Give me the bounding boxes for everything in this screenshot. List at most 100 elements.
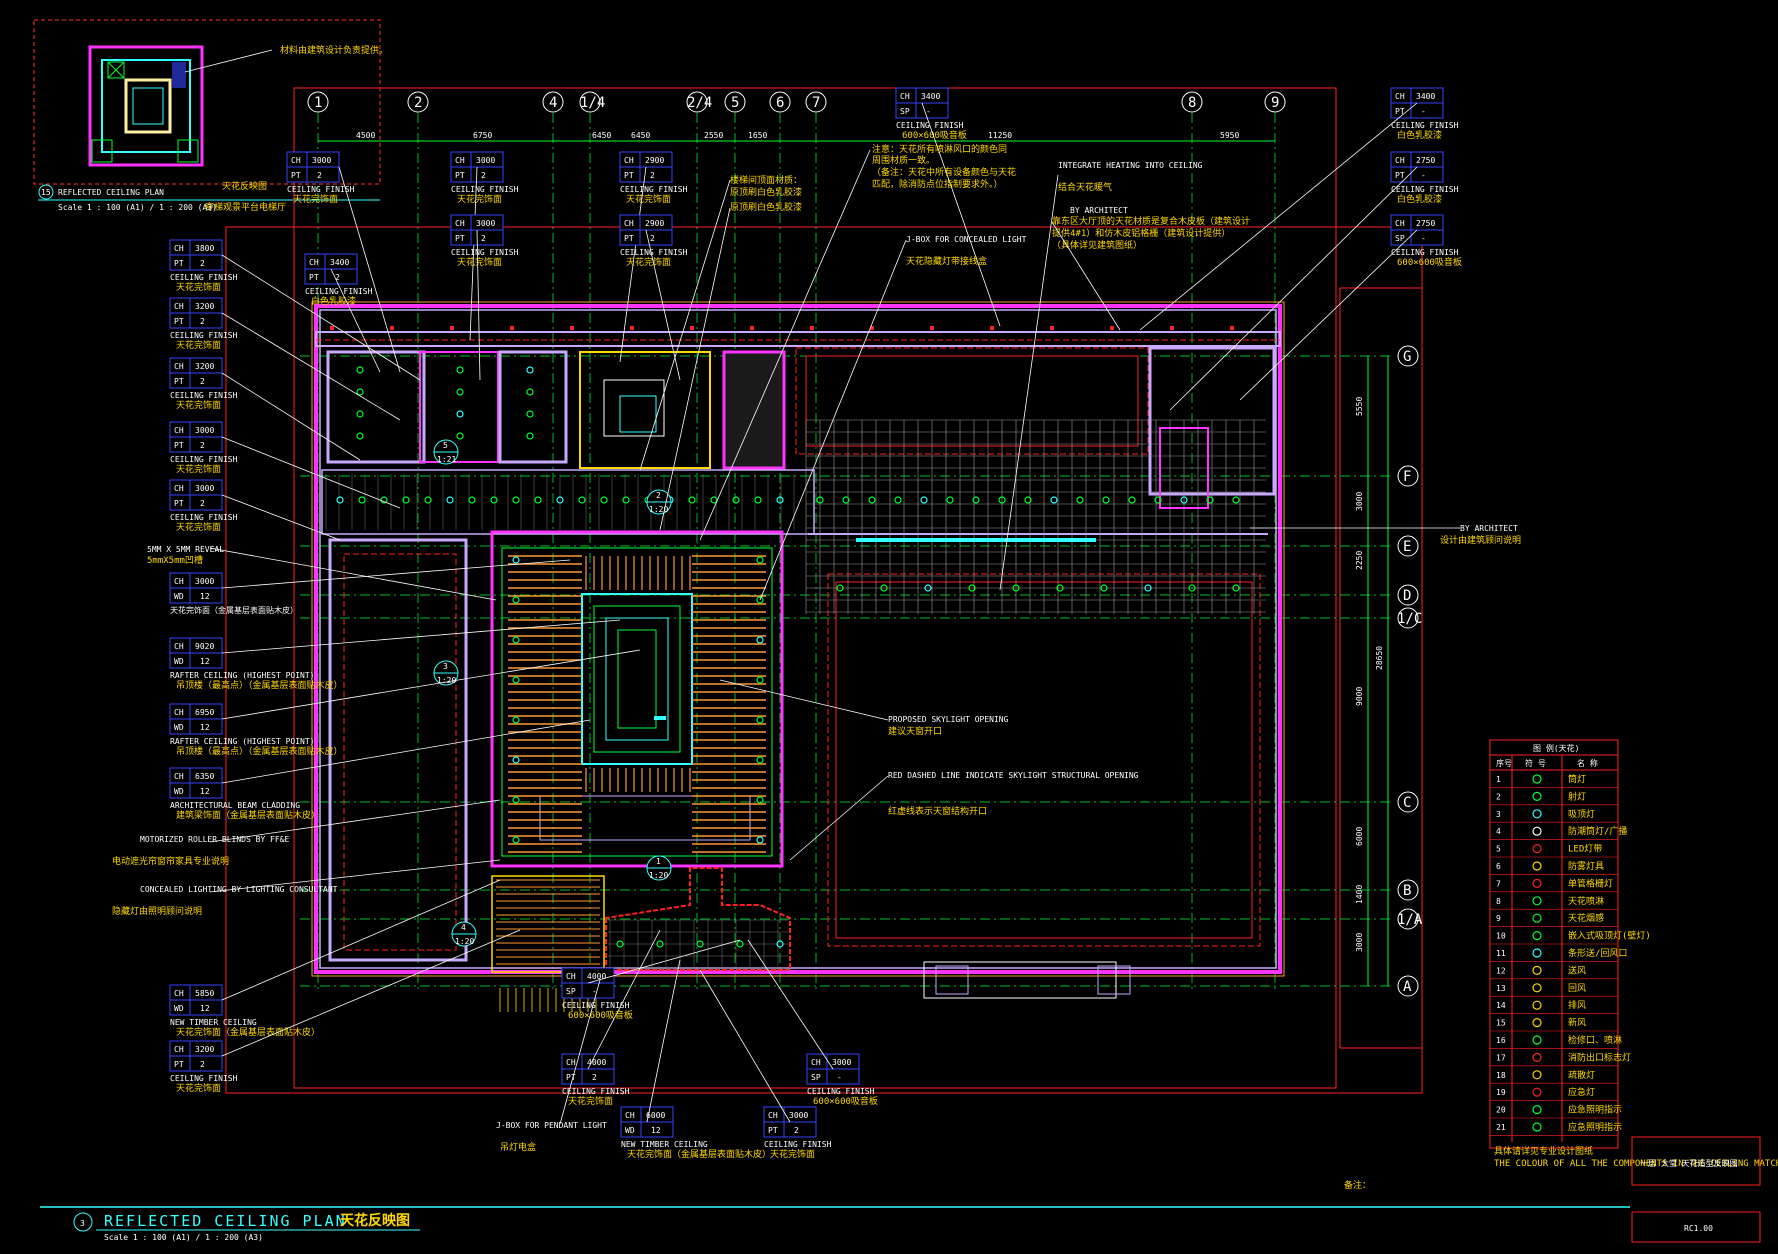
leader-line bbox=[759, 239, 907, 601]
tag-key: PT bbox=[624, 171, 634, 180]
tag-value: 3200 bbox=[195, 362, 214, 371]
legend-col-symbol: 符 号 bbox=[1525, 758, 1546, 768]
downlight-icon bbox=[754, 496, 762, 504]
legend-symbol-icon bbox=[1532, 861, 1542, 871]
downlight-icon bbox=[1144, 584, 1152, 592]
tag-value: 2 bbox=[200, 499, 205, 508]
leader-line bbox=[469, 166, 478, 341]
leader-line bbox=[559, 979, 601, 1125]
annotation-text: 吊灯电盒 bbox=[500, 1141, 536, 1153]
legend-row-number: 20 bbox=[1496, 1106, 1506, 1115]
tag-note: CEILING FINISH bbox=[170, 331, 238, 340]
tag-value: 2 bbox=[335, 273, 340, 282]
legend-symbol-icon bbox=[1532, 1052, 1542, 1063]
tag-key: PT bbox=[174, 259, 184, 268]
tag-key: PT bbox=[174, 377, 184, 386]
tag-note-cn: 天花完饰面 bbox=[176, 1082, 221, 1094]
legend-row-name: 嵌入式吸顶灯(壁灯) bbox=[1568, 930, 1651, 942]
grid-bubble bbox=[1397, 584, 1419, 606]
grid-column-label: 2 bbox=[414, 95, 422, 111]
leader-line bbox=[646, 959, 681, 1123]
leader-line bbox=[209, 859, 501, 893]
legend-symbol-icon bbox=[1532, 1122, 1542, 1132]
tag-key: CH bbox=[174, 244, 184, 253]
light-fixtures-layer bbox=[330, 326, 1240, 948]
red-marker bbox=[810, 326, 814, 330]
downlight-icon bbox=[424, 496, 432, 504]
leader-line bbox=[999, 174, 1059, 591]
svg-text:2: 2 bbox=[656, 491, 661, 500]
leader-line bbox=[209, 799, 501, 843]
annotation-text: INTEGRATE HEATING INTO CEILING bbox=[1058, 161, 1203, 170]
grid-row-label: 1/A bbox=[1397, 912, 1423, 928]
dimension-top-value: 6450 bbox=[631, 131, 650, 140]
downlight-icon bbox=[356, 432, 364, 440]
legend-row-number: 15 bbox=[1496, 1019, 1506, 1028]
downlight-icon bbox=[600, 496, 608, 504]
dimension-right-value: 28650 bbox=[1375, 646, 1384, 670]
tag-key: CH bbox=[1395, 219, 1405, 228]
downlight-icon bbox=[756, 716, 764, 724]
tag-value: 2 bbox=[481, 171, 486, 180]
tag-note-cn: 白色乳胶漆 bbox=[1397, 193, 1442, 205]
tag-value: 6350 bbox=[195, 772, 214, 781]
legend-row-name: 防雾灯具 bbox=[1568, 860, 1604, 872]
tag-value: 2 bbox=[200, 377, 205, 386]
tag-key: CH bbox=[455, 219, 465, 228]
legend-row-number: 9 bbox=[1496, 914, 1501, 923]
tag-key: PT bbox=[174, 1060, 184, 1069]
annotation-text: 周围材质一致。 bbox=[872, 154, 935, 166]
downlight-icon bbox=[616, 940, 624, 948]
leader-line bbox=[659, 207, 731, 531]
leader-line bbox=[221, 929, 521, 1057]
section-markers: 51:21 21:20 31:20 11:20 41:20 bbox=[433, 439, 672, 947]
downlight-icon bbox=[946, 496, 954, 504]
tag-note: CEILING FINISH bbox=[620, 248, 688, 257]
tag-key: PT bbox=[291, 171, 301, 180]
tag-note: RAFTER CEILING (HIGHEST POINT) bbox=[170, 737, 315, 746]
drawing-frames bbox=[225, 87, 1423, 1094]
downlight-icon bbox=[512, 716, 520, 724]
red-marker bbox=[930, 326, 934, 330]
downlight-icon bbox=[1128, 496, 1136, 504]
leader-line bbox=[747, 939, 834, 1070]
legend-footer-en: THE COLOUR OF ALL THE COMPONENTS IN THE … bbox=[1494, 1159, 1778, 1169]
grid-bubble bbox=[1397, 791, 1419, 813]
grid-column-label: 1 bbox=[314, 95, 322, 111]
annotation-text: （备注：天花中所有设备颜色与天花 bbox=[872, 166, 1016, 178]
grid-bubble bbox=[1397, 345, 1419, 367]
annotation-text: 设计由建筑顾问说明 bbox=[1440, 534, 1521, 546]
tag-value: 3400 bbox=[1416, 92, 1435, 101]
leader-line bbox=[330, 268, 381, 373]
svg-text:3: 3 bbox=[443, 662, 448, 671]
legend-row-name: 疏散灯 bbox=[1568, 1069, 1595, 1081]
annotation-text: BY ARCHITECT bbox=[1070, 206, 1128, 215]
tag-key: CH bbox=[174, 577, 184, 586]
downlight-icon bbox=[526, 366, 534, 374]
tag-value: 3000 bbox=[312, 156, 331, 165]
legend-symbol-icon bbox=[1532, 1087, 1542, 1097]
sheet-number: RC1.00 bbox=[1684, 1224, 1713, 1233]
dimension-top-value: 4500 bbox=[356, 131, 375, 140]
leader-line bbox=[699, 149, 871, 541]
leader-line bbox=[789, 775, 889, 861]
legend-symbol-icon bbox=[1532, 809, 1542, 819]
red-marker bbox=[450, 326, 454, 330]
tag-note-cn: 天花完饰面 bbox=[176, 463, 221, 475]
tag-value: 2 bbox=[650, 171, 655, 180]
downlight-icon bbox=[356, 366, 364, 374]
leader-line bbox=[221, 879, 501, 1001]
downlight-icon bbox=[622, 496, 630, 504]
tag-key: CH bbox=[174, 772, 184, 781]
tag-value: 12 bbox=[200, 657, 210, 666]
tag-key: PT bbox=[1395, 171, 1405, 180]
tag-key: CH bbox=[811, 1058, 821, 1067]
